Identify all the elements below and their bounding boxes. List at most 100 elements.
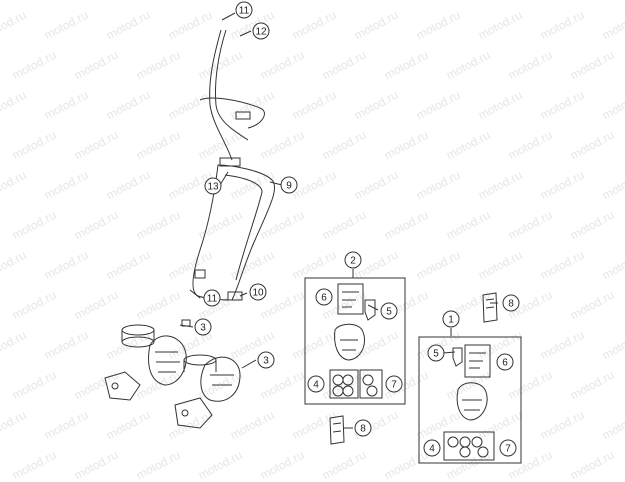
callout-c5a: 5 (380, 302, 398, 320)
callout-c3b: 3 (257, 351, 275, 369)
hose-connector (219, 157, 241, 167)
leader-11a (221, 12, 236, 21)
gasket-lines-6a (342, 291, 359, 308)
callout-circle (380, 302, 398, 320)
brake-hose-upper (209, 29, 233, 161)
brake-pad-8b (329, 415, 345, 445)
gasket-sheet-6a (337, 283, 364, 315)
seal-ring (471, 436, 483, 448)
seal-kit-4a (329, 369, 359, 399)
caliper-piston-top (121, 324, 155, 336)
callout-number: 6 (321, 293, 327, 304)
callout-number: 5 (386, 307, 392, 318)
callout-number: 8 (508, 299, 514, 310)
callout-number: 8 (360, 424, 366, 435)
callout-circle (499, 439, 517, 457)
callout-c5b: 5 (427, 344, 445, 362)
leader-3b (241, 359, 257, 369)
hose-clamp (235, 111, 251, 120)
bracket-hole (111, 382, 119, 390)
seal-ring (366, 385, 378, 397)
leader-10 (239, 292, 248, 297)
hose-fitting (227, 291, 243, 301)
caliper-piston-side-2 (183, 360, 217, 372)
callout-circle (257, 351, 275, 369)
callout-circle (280, 176, 298, 194)
callout-circle (204, 177, 222, 195)
hose-fitting-2 (194, 269, 206, 279)
callout-c8a: 8 (502, 294, 520, 312)
callout-circle (252, 22, 270, 40)
callout-circle (496, 353, 514, 371)
callout-circle (315, 288, 333, 306)
callout-number: 1 (448, 315, 454, 326)
callout-c7a: 7 (385, 375, 403, 393)
repair-kit-box-2 (304, 277, 406, 405)
caliper-kit-1-ribs (462, 399, 482, 411)
leader-12 (239, 30, 252, 37)
caliper-bracket-right (174, 397, 213, 429)
callout-c11a: 11 (235, 1, 253, 19)
callout-circle (442, 310, 460, 328)
callout-c1: 1 (442, 310, 460, 328)
leader-3a (179, 324, 194, 328)
bleeder-valve-5a (364, 299, 376, 321)
callout-number: 5 (433, 349, 439, 360)
callout-number: 2 (350, 256, 356, 267)
callout-number: 4 (313, 380, 319, 391)
callout-c3a: 3 (194, 318, 212, 336)
callout-circle (203, 289, 221, 307)
callout-number: 3 (200, 323, 206, 334)
leader-5a (367, 304, 379, 311)
callout-c12: 12 (252, 22, 270, 40)
seal-ring (332, 374, 344, 386)
leader-13 (219, 171, 229, 186)
callout-circle (344, 251, 362, 269)
callout-number: 6 (502, 358, 508, 369)
seal-ring (342, 385, 354, 397)
caliper-left-body (148, 335, 187, 386)
callout-circle (385, 375, 403, 393)
callout-c6b: 6 (496, 353, 514, 371)
brake-hose-upper-2 (215, 29, 249, 141)
seal-ring (362, 374, 374, 386)
seal-kit-7a (359, 369, 383, 399)
callout-number: 9 (286, 181, 292, 192)
bracket-hole-2 (181, 409, 189, 417)
callout-number: 11 (207, 294, 218, 305)
callout-circle (502, 294, 520, 312)
caliper-piston-bottom (121, 336, 155, 348)
callout-c11b: 11 (203, 289, 221, 307)
callout-c8b: 8 (354, 419, 372, 437)
seal-kit-4b (443, 431, 495, 461)
leader-11b (189, 289, 201, 299)
caliper-kit-2-ribs (340, 339, 358, 351)
callout-circle (307, 375, 325, 393)
callout-circle (235, 1, 253, 19)
brake-pad-8b-lines (332, 422, 342, 433)
callout-circle (354, 419, 372, 437)
seal-ring (342, 374, 354, 386)
seal-ring (477, 446, 489, 458)
callout-c13: 13 (204, 177, 222, 195)
callout-number: 7 (391, 380, 397, 391)
callout-number: 10 (252, 288, 264, 299)
callout-c9: 9 (280, 176, 298, 194)
brake-pad-8a (482, 292, 498, 323)
callout-number: 13 (207, 182, 219, 193)
callout-circle (427, 344, 445, 362)
callout-c6a: 6 (315, 288, 333, 306)
callout-number: 12 (255, 27, 267, 38)
seal-ring (459, 446, 471, 458)
callout-c4a: 4 (307, 375, 325, 393)
gasket-sheet-6b (464, 344, 491, 378)
caliper-left-ribs (155, 351, 180, 373)
seal-ring (447, 436, 459, 448)
repair-kit-box-1 (418, 336, 522, 464)
seal-ring (459, 436, 471, 448)
callout-number: 7 (505, 444, 511, 455)
brake-hose-inner (224, 174, 263, 281)
